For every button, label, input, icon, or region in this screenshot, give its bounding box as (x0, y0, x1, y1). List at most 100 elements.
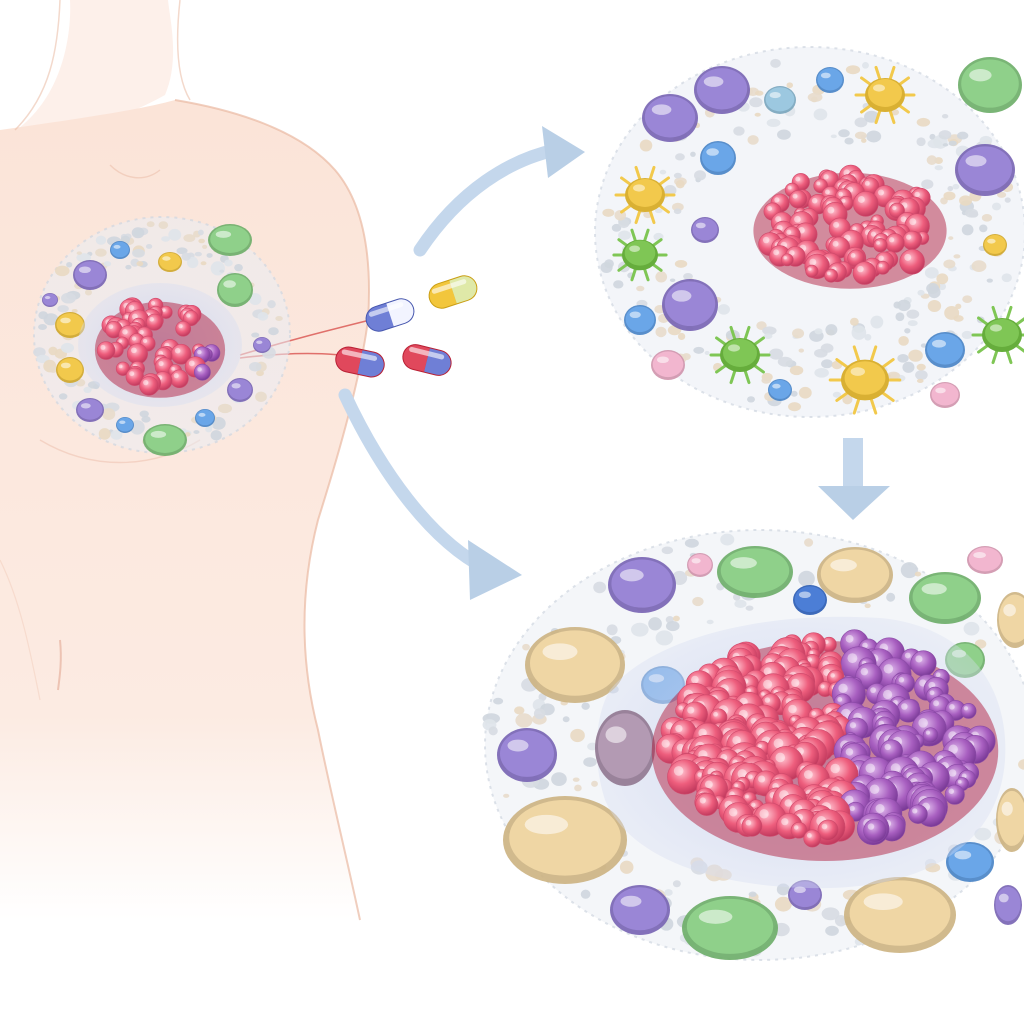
tumor-cell (910, 650, 937, 677)
stroma-particle (562, 716, 570, 723)
stroma-particle (604, 259, 614, 269)
tumor-cell (183, 310, 199, 327)
stroma-particle (219, 269, 225, 273)
stroma-particle (197, 229, 204, 236)
immune-cell (610, 885, 670, 935)
tumor-cell (824, 268, 839, 283)
immune-cell (994, 885, 1022, 925)
stroma-particle (606, 624, 618, 636)
stroma-particle (798, 386, 812, 399)
macrophage (56, 357, 84, 383)
stroma-particle (493, 697, 504, 705)
stroma-particle (938, 130, 952, 140)
arrow-to-lower-panel (338, 388, 492, 575)
dendritic-cell (930, 382, 960, 408)
stroma-particle (720, 533, 735, 546)
stroma-particle (851, 325, 867, 340)
dendritic-cell (651, 350, 685, 380)
stroma-particle (790, 390, 798, 397)
stroma-particle (54, 265, 70, 277)
stroma-particle (904, 328, 911, 334)
tumor-cell (175, 320, 192, 337)
drug-capsule (402, 344, 452, 376)
stroma-particle (927, 300, 942, 313)
stroma-particle (654, 208, 663, 214)
tumor-cell (695, 792, 719, 816)
tumor-cell (922, 727, 939, 744)
tumor-cell (908, 804, 928, 824)
natural-killer-cell (709, 325, 771, 385)
stroma-particle (864, 110, 880, 123)
stroma-particle (825, 324, 838, 336)
stroma-particle (964, 208, 978, 218)
stroma-particle (854, 117, 868, 128)
stroma-particle (672, 880, 681, 888)
stroma-particle (774, 896, 792, 912)
stroma-particle (770, 58, 781, 68)
stroma-particle (766, 118, 781, 128)
stroma-particle (131, 227, 145, 239)
stroma-particle (813, 108, 828, 121)
stroma-particle (200, 261, 207, 266)
stroma-particle (551, 772, 567, 787)
stroma-particle (926, 282, 940, 294)
stroma-particle (937, 282, 947, 291)
immune-cell (73, 260, 107, 290)
stroma-particle (665, 621, 680, 632)
stroma-particle (886, 592, 896, 602)
stroma-particle (619, 860, 634, 874)
natural-killer-cell (971, 305, 1024, 365)
stroma-particle (692, 596, 704, 607)
stroma-particle (631, 622, 649, 637)
arrow-to-upper-panel (413, 143, 562, 257)
stroma-particle (997, 191, 1007, 198)
stroma-particle (125, 264, 132, 270)
fibroblast (208, 224, 252, 256)
stroma-particle (249, 361, 262, 372)
stroma-particle (533, 708, 546, 720)
stroma-particle (902, 361, 915, 373)
stroma-particle (48, 346, 58, 356)
stroma-particle (206, 253, 213, 258)
stroma-particle (184, 432, 191, 437)
stroma-particle (648, 617, 662, 631)
stroma-particle (217, 403, 233, 414)
stroma-particle (749, 97, 763, 108)
tumor-cell (899, 248, 925, 275)
stroma-particle (655, 326, 667, 338)
stroma-particle (821, 907, 840, 921)
stroma-particle (71, 308, 78, 313)
stroma-particle (602, 208, 615, 217)
activated-macrophage (828, 345, 902, 415)
tumor-cell (193, 363, 211, 381)
stroma-particle (673, 172, 682, 179)
stroma-particle (798, 348, 804, 353)
panel-border (484, 529, 1024, 961)
fibroblast (717, 546, 793, 598)
stroma-particle (84, 289, 92, 296)
lymphocyte (764, 86, 796, 114)
lymphocyte (116, 417, 134, 433)
expanded-tumor (651, 629, 999, 861)
tumor-cell (803, 829, 822, 848)
stroma-particle (854, 131, 867, 140)
macrophage (55, 312, 85, 338)
stroma-particle (183, 234, 196, 243)
stroma-particle (57, 305, 69, 313)
stroma-particle (974, 827, 992, 841)
stroma-particle (168, 228, 182, 241)
stroma-particle (210, 261, 225, 276)
stroma-particle (139, 410, 149, 418)
stroma-particle (941, 114, 949, 119)
drug-capsule (365, 298, 415, 332)
stroma-particle (583, 757, 597, 767)
stroma-particle (255, 391, 267, 403)
stroma-particle (659, 169, 667, 175)
lymphocyte (793, 585, 827, 615)
stroma-particle (693, 346, 705, 354)
tumor-cell (817, 819, 839, 841)
stroma-particle (611, 223, 622, 232)
flow-arrows (338, 126, 890, 600)
stroma-particle (959, 195, 973, 206)
stroma-particle (917, 289, 925, 296)
